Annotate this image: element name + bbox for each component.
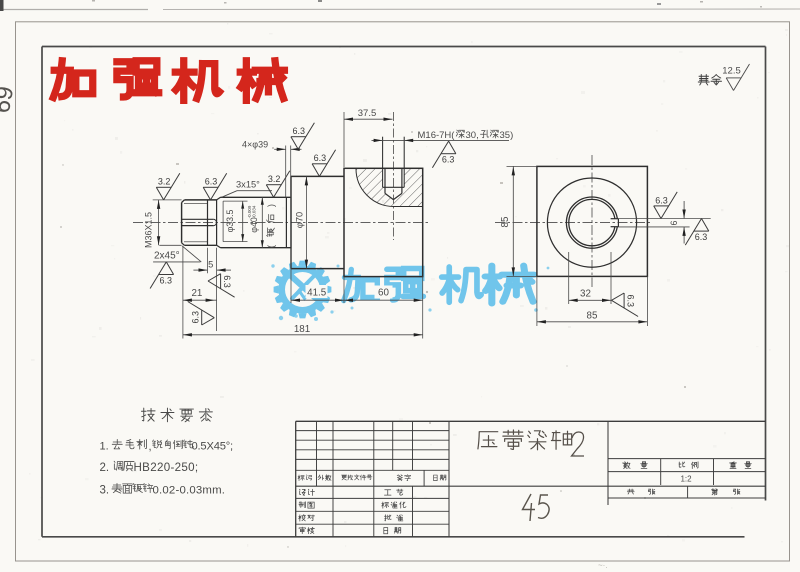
svg-text:6.3: 6.3 [655,195,668,205]
svg-text:,: , [149,441,152,453]
svg-text:5: 5 [208,260,213,270]
svg-text:85: 85 [500,216,511,227]
svg-text:0.02-0.03mm.: 0.02-0.03mm. [153,485,226,497]
svg-text:60: 60 [378,288,389,299]
svg-text:6.3: 6.3 [626,295,636,308]
svg-text:6.3: 6.3 [442,155,455,165]
svg-text:6.3: 6.3 [160,275,173,285]
svg-text:32: 32 [580,289,591,300]
svg-text:6.3: 6.3 [695,232,708,242]
svg-text:-0.009: -0.009 [247,205,252,218]
svg-text:-0.034: -0.034 [251,205,256,218]
svg-text:41.5: 41.5 [307,288,327,299]
svg-text:21: 21 [191,288,202,299]
svg-text:M16-7H(: M16-7H( [418,130,456,141]
svg-text:1:2: 1:2 [680,475,692,484]
svg-text:0.5X45°;: 0.5X45°; [192,441,234,453]
svg-text:37.5: 37.5 [358,108,377,119]
svg-text:69: 69 [0,84,19,115]
svg-text:φ40: φ40 [249,217,259,233]
svg-text:φ70: φ70 [295,212,305,228]
svg-text:12.5: 12.5 [722,66,741,77]
svg-text:3.2: 3.2 [158,177,171,187]
svg-text:(: ( [266,245,276,248]
svg-text:M36X1.5: M36X1.5 [144,212,154,248]
svg-text:4×φ39: 4×φ39 [242,140,268,150]
svg-text:6.3: 6.3 [292,126,305,136]
svg-text:3x15°: 3x15° [236,180,260,190]
svg-text:~·.: ~·. [598,561,608,570]
svg-text:2x45°: 2x45° [154,251,180,262]
svg-text:1.: 1. [100,441,109,453]
svg-text:6: 6 [669,220,679,225]
svg-text:3.2: 3.2 [268,174,281,184]
svg-text:HB220-250;: HB220-250; [134,461,199,474]
svg-text:): ) [266,204,276,207]
svg-text:6.3: 6.3 [222,275,232,288]
svg-text:3.: 3. [100,485,110,497]
svg-text:φ33.5: φ33.5 [225,209,235,232]
svg-text:6.3: 6.3 [205,177,218,187]
svg-text:30,: 30, [466,130,479,141]
svg-text:85: 85 [587,311,598,322]
svg-text:181: 181 [294,324,310,335]
svg-text:6.3: 6.3 [191,311,201,324]
svg-text:2.: 2. [100,462,110,474]
svg-text:6.3: 6.3 [314,153,327,163]
svg-text:35): 35) [500,130,514,141]
